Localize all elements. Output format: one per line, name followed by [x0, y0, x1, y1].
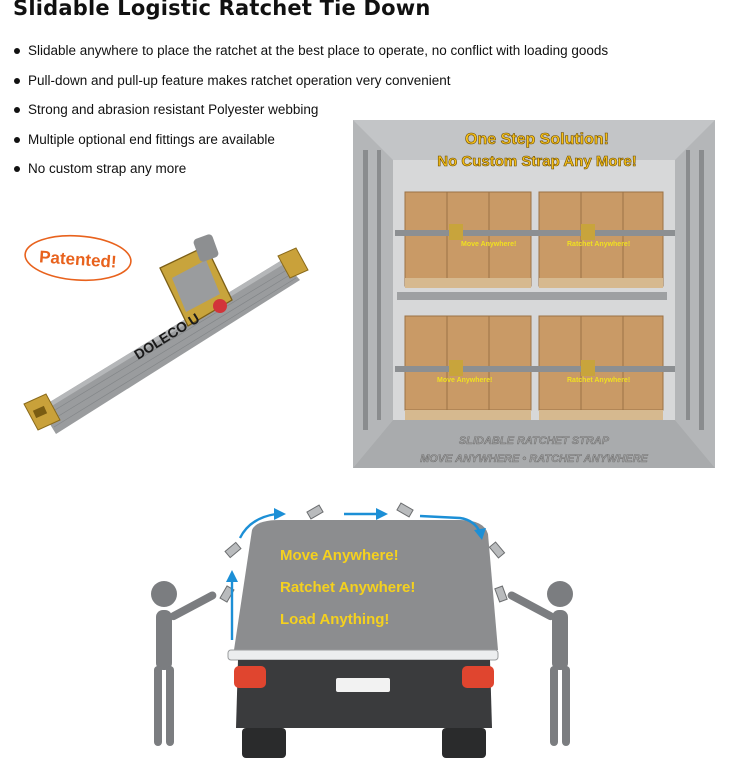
bullet-icon	[14, 77, 20, 84]
cargo-top-right	[538, 191, 664, 288]
feature-item: Pull-down and pull-up feature makes ratc…	[14, 70, 608, 100]
truck-bed-rail	[227, 649, 499, 661]
end-fitting-right	[277, 247, 309, 279]
bullet-icon	[14, 166, 20, 173]
patented-badge: Patented!	[24, 234, 132, 282]
feature-text: No custom strap any more	[28, 161, 187, 177]
strap-bottom	[395, 360, 675, 376]
trailer-footer-1: SLIDABLE RATCHET STRAP	[459, 435, 610, 447]
feature-list: Slidable anywhere to place the ratchet a…	[14, 40, 608, 188]
trailer-footer-2: MOVE ANYWHERE • RATCHET ANYWHERE	[420, 453, 648, 465]
truck-text-line-2: Ratchet Anywhere!	[280, 579, 415, 596]
cargo-bottom-right	[538, 315, 664, 420]
ratchet-buckle	[159, 234, 233, 327]
logistic-track-left	[363, 150, 381, 430]
trailer-headline-2: No Custom Strap Any More!	[437, 153, 636, 170]
person-left	[151, 581, 217, 746]
feature-text: Strong and abrasion resistant Polyester …	[28, 102, 319, 118]
strap-label-ratchet-top: Ratchet Anywhere!	[567, 241, 630, 248]
bullet-icon	[14, 136, 20, 143]
feature-item: No custom strap any more	[14, 158, 608, 188]
truck-illustration: Move Anywhere! Ratchet Anywhere! Load An…	[151, 502, 573, 758]
arrow-heads	[226, 508, 486, 582]
trailer-headline-1: One Step Solution!	[465, 131, 609, 148]
truck-body	[236, 660, 492, 728]
cargo-top-left	[404, 191, 532, 288]
tail-light-left	[234, 666, 266, 688]
feature-item: Multiple optional end fittings are avail…	[14, 129, 608, 159]
trailer-image: One Step Solution! No Custom Strap Any M…	[353, 120, 715, 468]
license-plate	[336, 678, 390, 692]
person-right	[507, 581, 573, 746]
feature-item: Strong and abrasion resistant Polyester …	[14, 99, 608, 129]
strap-label-move-bottom: Move Anywhere!	[437, 377, 492, 384]
tail-light-right	[462, 666, 494, 688]
feature-text: Pull-down and pull-up feature makes ratc…	[28, 72, 451, 88]
shelf-beam	[397, 292, 667, 300]
page-title: Slidable Logistic Ratchet Tie Down	[13, 0, 431, 20]
cargo-bottom-left	[404, 315, 532, 420]
bullet-icon	[14, 48, 20, 54]
strap-top	[395, 224, 675, 240]
truck-text-line-1: Move Anywhere!	[280, 547, 399, 564]
strap-label-move-top: Move Anywhere!	[461, 241, 516, 248]
feature-text: Multiple optional end fittings are avail…	[28, 131, 275, 147]
truck-text-line-3: Load Anything!	[280, 611, 389, 628]
wheel-right	[442, 728, 486, 758]
strap-label-ratchet-bottom: Ratchet Anywhere!	[567, 377, 630, 384]
feature-item: Slidable anywhere to place the ratchet a…	[14, 40, 608, 70]
logistic-track-right	[686, 150, 704, 430]
feature-text: Slidable anywhere to place the ratchet a…	[28, 43, 609, 58]
ratchet-markers	[219, 502, 508, 603]
end-fitting-left	[23, 393, 61, 431]
bullet-icon	[14, 107, 20, 114]
load-cover	[234, 520, 498, 650]
wheel-left	[242, 728, 286, 758]
product-image: Patented! DOLECO U	[23, 234, 309, 434]
